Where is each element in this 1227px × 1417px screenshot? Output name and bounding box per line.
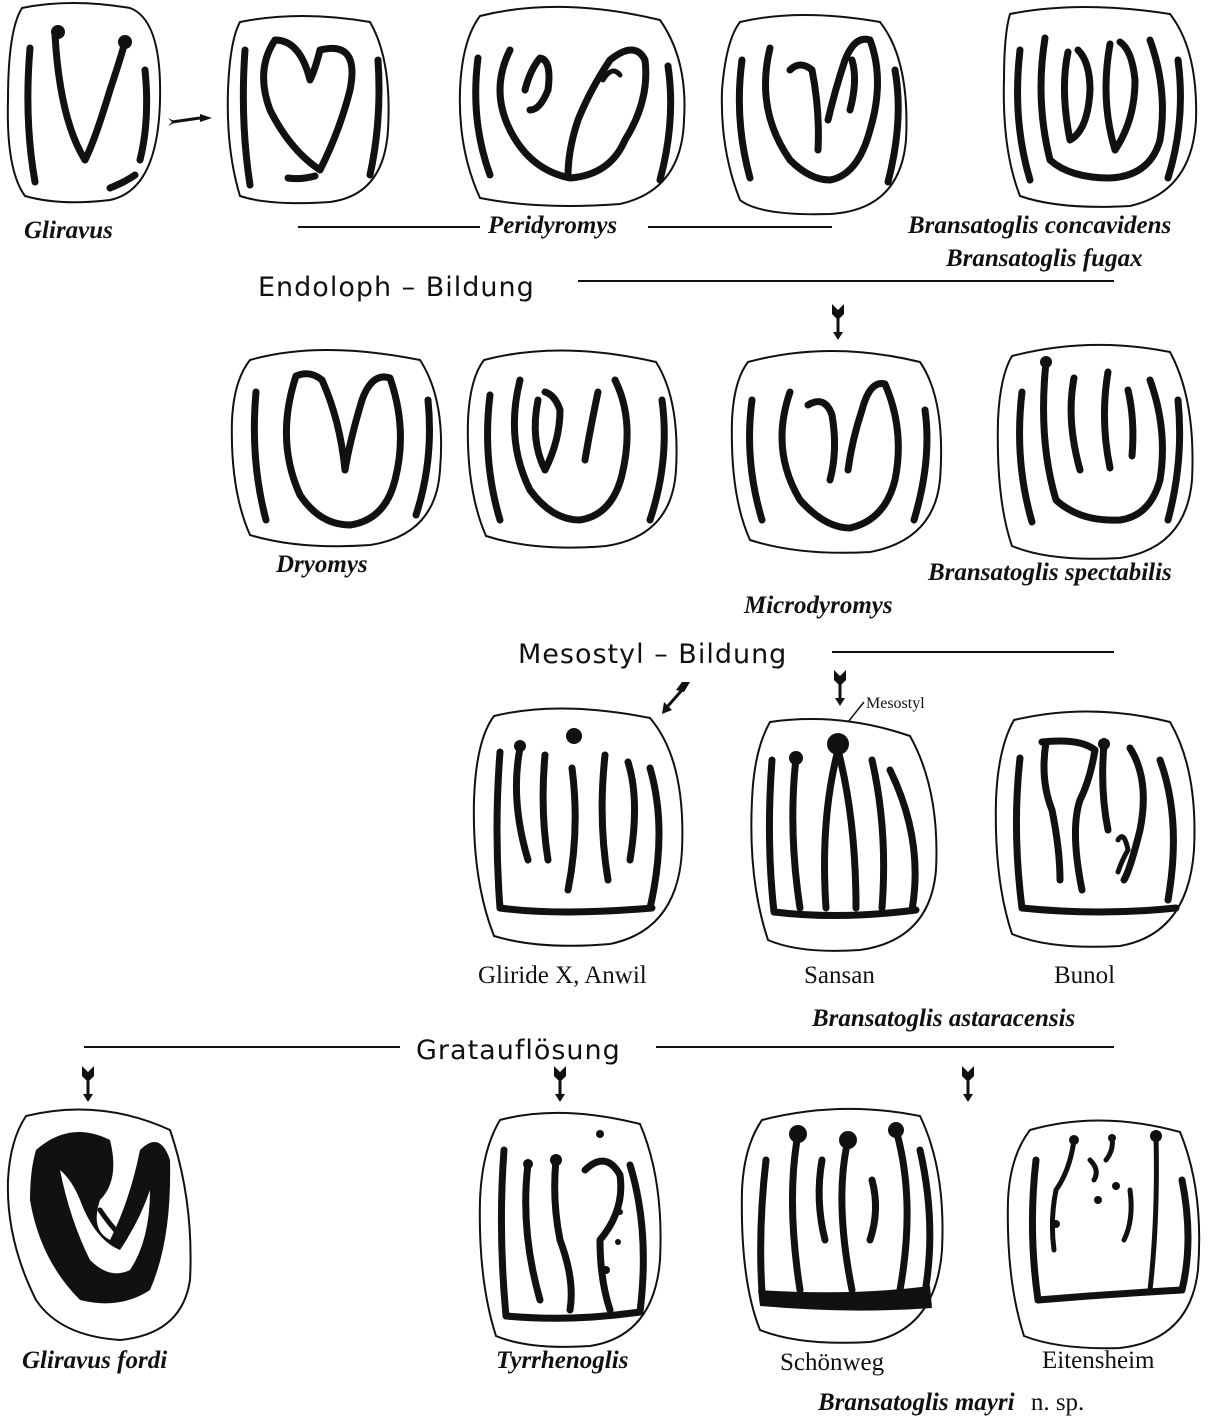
label-tyrrhenoglis: Tyrrhenoglis — [496, 1347, 628, 1374]
label-mayri-suffix: n. sp. — [1031, 1389, 1084, 1416]
label-sansan: Sansan — [804, 962, 875, 989]
label-bransatoglis-fugax: Bransatoglis fugax — [945, 245, 1143, 272]
label-bransatoglis-mayri: Bransatoglis mayri n. sp. — [817, 1389, 1084, 1416]
label-dryomys: Dryomys — [275, 551, 368, 578]
arrow-diagonal-icon — [662, 682, 690, 714]
tooth-schoenweg — [742, 1109, 943, 1343]
label-bransatoglis-spectabilis: Bransatoglis spectabilis — [927, 559, 1172, 586]
tooth-peridyromys-2 — [460, 7, 685, 206]
annotation-leader — [848, 702, 864, 722]
label-gliride-x: Gliride X, Anwil — [478, 962, 647, 989]
arrow-down-icon — [962, 1066, 974, 1102]
stage-endoloph-title: Endoloph – Bildung — [258, 272, 535, 303]
tooth-microdyromys — [732, 351, 941, 553]
tooth-eitensheim — [1008, 1120, 1199, 1348]
label-microdyromys: Microdyromys — [743, 592, 893, 619]
label-gliravus-fordi: Gliravus fordi — [22, 1347, 167, 1374]
tooth-peridyromys-1 — [228, 16, 389, 203]
label-bransatoglis-astaracensis: Bransatoglis astaracensis — [811, 1005, 1075, 1032]
arrow-down-icon — [832, 304, 844, 340]
tooth-sansan — [751, 719, 936, 951]
tooth-gliravus — [8, 3, 160, 202]
tooth-bransatoglis-concavidens — [1004, 7, 1196, 207]
stage-mesostyl-title: Mesostyl – Bildung — [518, 639, 787, 670]
tooth-gliravus-fordi — [8, 1110, 191, 1340]
tooth-bunol — [996, 711, 1195, 946]
tooth-tyrrhenoglis — [480, 1113, 661, 1347]
label-eitensheim: Eitensheim — [1042, 1347, 1155, 1374]
annotation-mesostyl: Mesostyl — [866, 695, 925, 712]
tooth-gliride-x — [474, 708, 683, 945]
stage-grat-title: Gratauflösung — [416, 1035, 621, 1066]
label-bunol: Bunol — [1054, 962, 1115, 989]
tooth-dryomys — [232, 350, 441, 546]
arrow-down-icon — [554, 1066, 566, 1102]
arrow-down-icon — [82, 1066, 94, 1102]
label-schoenweg: Schönweg — [780, 1349, 885, 1376]
arrow-right-icon — [168, 114, 212, 126]
arrow-down-icon — [834, 670, 846, 706]
label-bransatoglis-mayri-name: Bransatoglis mayri — [817, 1389, 1015, 1416]
tooth-dryomys-2 — [468, 350, 677, 547]
label-gliravus: Gliravus — [24, 217, 113, 244]
label-bransatoglis-concavidens: Bransatoglis concavidens — [907, 212, 1171, 239]
label-peridyromys: Peridyromys — [487, 212, 617, 239]
tooth-peridyromys-3 — [722, 15, 907, 214]
tooth-bransatoglis-spectabilis — [998, 345, 1193, 559]
